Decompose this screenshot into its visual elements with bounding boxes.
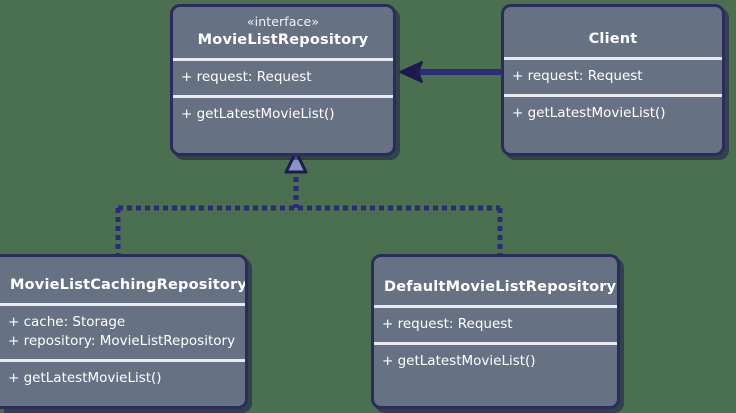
attribute-item: + request: Request xyxy=(382,316,513,332)
compartment-divider xyxy=(173,95,393,98)
attribute-item: + request: Request xyxy=(512,68,643,84)
class-name-label: MovieListRepository xyxy=(197,32,369,48)
attribute-item: + repository: MovieListRepository xyxy=(8,333,236,349)
class-box-movie-list-repository[interactable]: «interface» MovieListRepository + reques… xyxy=(170,4,396,156)
class-header: MovieListCachingRepository xyxy=(0,257,245,303)
compartment-divider xyxy=(173,58,393,61)
compartment-divider xyxy=(374,342,617,345)
methods-compartment: + getLatestMovieList() xyxy=(0,362,245,406)
compartment-divider xyxy=(504,57,722,60)
filled-arrow-icon xyxy=(399,61,423,83)
class-box-default-movie-list-repository[interactable]: DefaultMovieListRepository + request: Re… xyxy=(371,254,620,409)
attributes-compartment: + request: Request xyxy=(374,308,617,342)
method-item: + getLatestMovieList() xyxy=(382,353,536,369)
realization-connectors xyxy=(115,150,503,256)
class-name-label: Client xyxy=(588,31,638,47)
compartment-divider xyxy=(0,303,245,306)
compartment-divider xyxy=(374,305,617,308)
compartment-divider xyxy=(0,359,245,362)
attributes-compartment: + cache: Storage + repository: MovieList… xyxy=(0,306,245,359)
class-name-label: DefaultMovieListRepository xyxy=(384,279,617,295)
method-item: + getLatestMovieList() xyxy=(181,106,335,122)
compartment-divider xyxy=(504,94,722,97)
methods-compartment: + getLatestMovieList() xyxy=(173,98,393,153)
attributes-compartment: + request: Request xyxy=(504,60,722,94)
method-item: + getLatestMovieList() xyxy=(8,370,162,386)
attribute-item: + cache: Storage xyxy=(8,314,126,330)
methods-compartment: + getLatestMovieList() xyxy=(374,345,617,406)
methods-compartment: + getLatestMovieList() xyxy=(504,97,722,153)
class-box-client[interactable]: Client + request: Request + getLatestMov… xyxy=(501,4,725,156)
stereotype-label: «interface» xyxy=(246,14,320,29)
class-box-movie-list-caching-repository[interactable]: MovieListCachingRepository + cache: Stor… xyxy=(0,254,248,409)
class-header: «interface» MovieListRepository xyxy=(173,7,393,58)
method-item: + getLatestMovieList() xyxy=(512,105,666,121)
attribute-item: + request: Request xyxy=(181,69,312,85)
class-header: Client xyxy=(504,7,722,57)
class-header: DefaultMovieListRepository xyxy=(374,257,617,305)
association-connector xyxy=(399,61,512,83)
class-name-label: MovieListCachingRepository xyxy=(10,277,248,293)
attributes-compartment: + request: Request xyxy=(173,61,393,95)
